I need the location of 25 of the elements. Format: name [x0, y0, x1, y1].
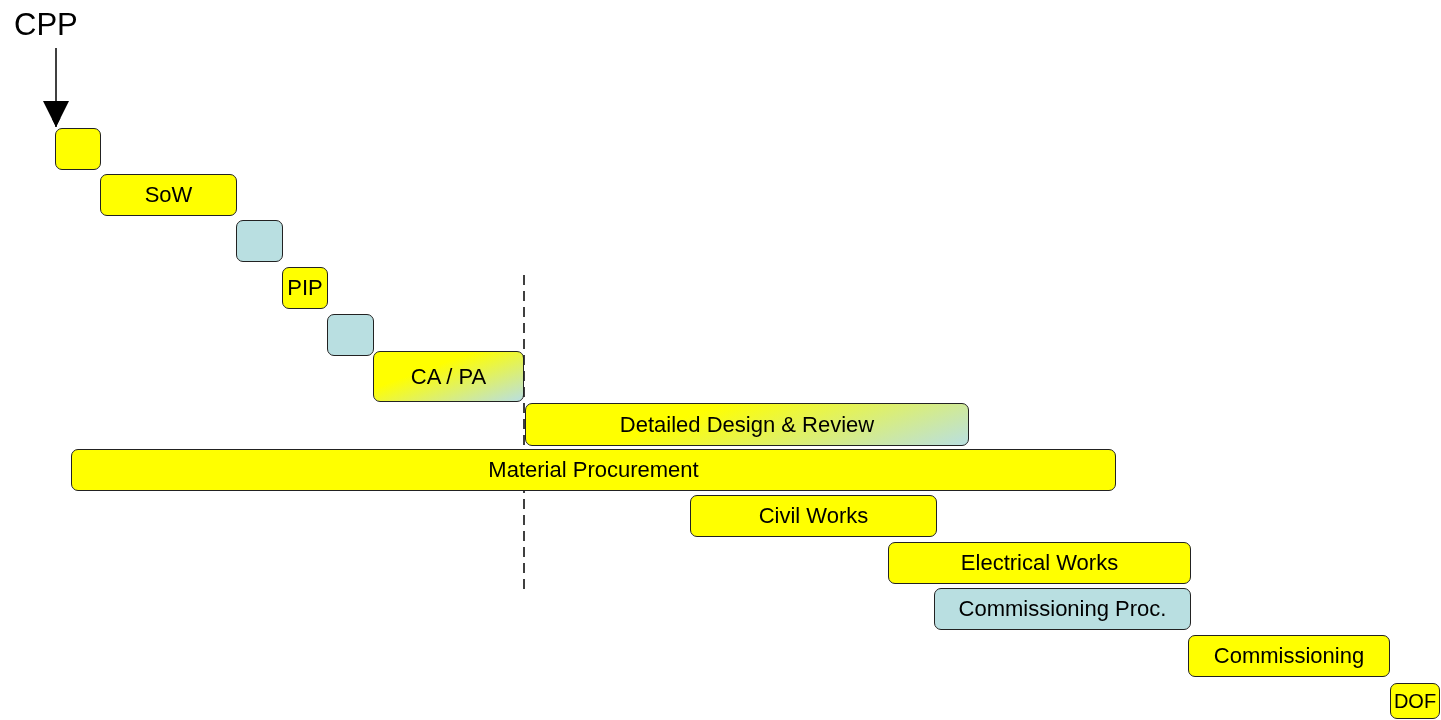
task-bar: [327, 314, 374, 356]
task-bar: [1188, 635, 1390, 677]
task-bar: [1390, 683, 1440, 719]
task-bar: [888, 542, 1191, 584]
task-bar: [71, 449, 1116, 491]
arrow: [43, 47, 69, 128]
task-label: SoW: [144, 184, 193, 206]
milestone-label: CPP: [14, 6, 78, 44]
task-bar: [525, 403, 969, 446]
task-label: CA / PA: [410, 365, 487, 388]
task-bar: [55, 128, 101, 170]
task-label: Commissioning: [1213, 645, 1365, 667]
task-label: Civil Works: [758, 505, 869, 527]
task-bar: [690, 495, 937, 537]
task-bar: [934, 588, 1191, 630]
task-bar: [373, 351, 524, 402]
task-label: Detailed Design & Review: [619, 413, 875, 436]
task-bar: [236, 220, 283, 262]
task-label: Material Procurement: [488, 459, 699, 481]
task-label: PIP: [287, 277, 323, 299]
task-label: Electrical Works: [960, 552, 1119, 574]
task-label: DOF: [1393, 691, 1437, 711]
task-bar: [282, 267, 328, 309]
task-bar: [100, 174, 237, 216]
task-label: Commissioning Proc.: [958, 598, 1167, 620]
